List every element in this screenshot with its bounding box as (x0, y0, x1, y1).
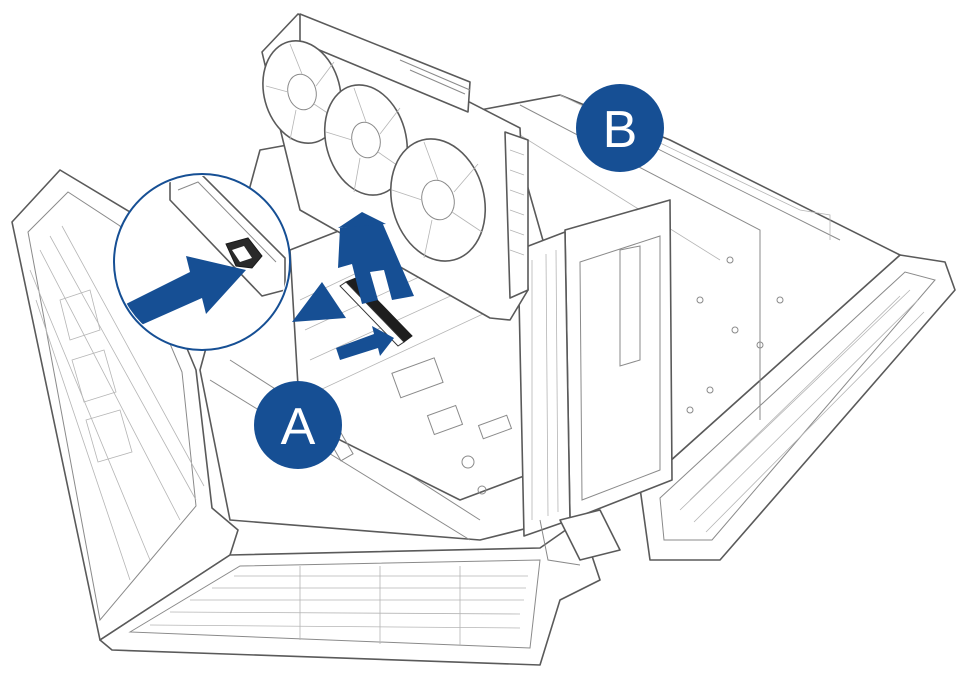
chassis-bottom-panel (99, 519, 601, 666)
arrow-lift-up (338, 212, 414, 304)
magnifier-wedge (292, 282, 346, 322)
callout-b: B (576, 84, 664, 172)
callout-b-label: B (603, 101, 638, 159)
callout-a: A (254, 381, 342, 469)
gpu-fan-2 (323, 84, 409, 196)
callout-a-label: A (281, 398, 316, 456)
graphics-card (261, 13, 529, 321)
gpu-fan-3 (389, 138, 487, 262)
gpu-fan-1 (262, 40, 342, 144)
arrow-push-latch (336, 326, 394, 360)
latch-zoom-inset (113, 173, 291, 351)
gpu-bracket-frame (517, 199, 673, 566)
